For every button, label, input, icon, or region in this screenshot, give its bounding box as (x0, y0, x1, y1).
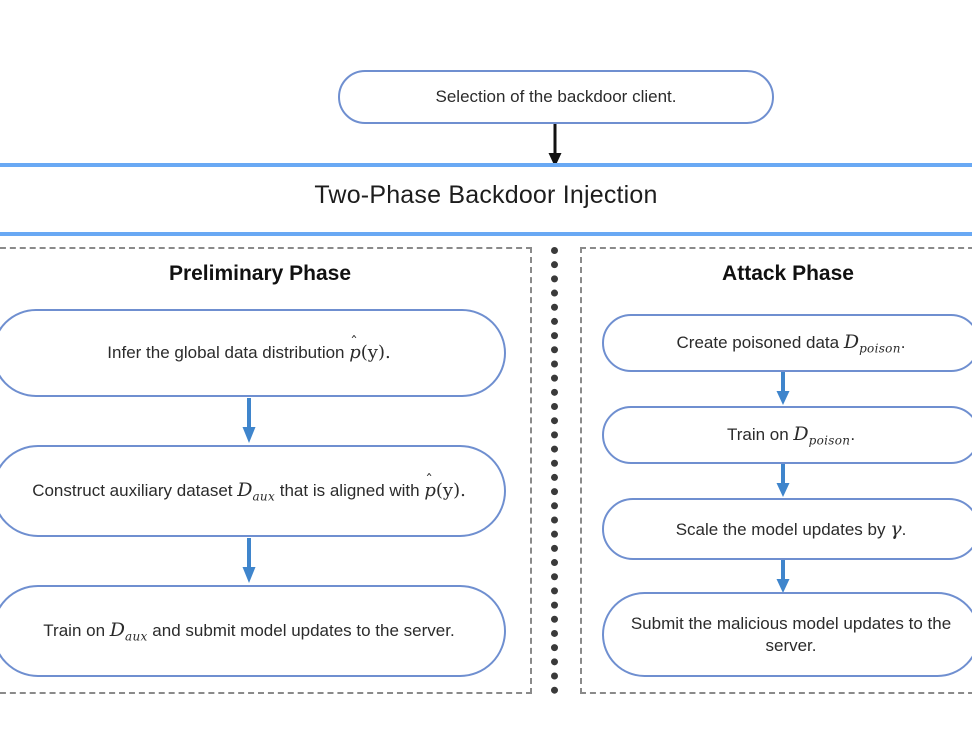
entry-step-box: Selection of the backdoor client. (338, 70, 774, 124)
connector-arrow-4-icon (776, 464, 790, 498)
attack-phase-heading: Attack Phase (722, 262, 854, 285)
phase-divider (551, 247, 558, 694)
preliminary-phase-panel (0, 247, 532, 694)
step-box-construct-auxiliary: Construct auxiliary dataset Daux that is… (0, 445, 506, 537)
banner-bottom-rule (0, 232, 972, 236)
step-box-train-on-poison: Train on Dpoison. (602, 406, 972, 464)
entry-arrow-icon (548, 124, 562, 168)
banner-top-rule (0, 163, 972, 167)
preliminary-phase-heading: Preliminary Phase (168, 262, 352, 285)
page-title: Two-Phase Backdoor Injection (314, 181, 658, 209)
step-label-train-aux-submit: Train on Daux and submit model updates t… (43, 618, 455, 644)
connector-arrow-1-icon (242, 398, 256, 444)
step-label-create-poisoned-data: Create poisoned data Dpoison. (676, 330, 906, 356)
step-label-scale-model-updates: Scale the model updates by γ. (675, 517, 907, 540)
attack-phase-panel (580, 247, 972, 694)
connector-arrow-2-icon (242, 538, 256, 584)
connector-arrow-3-icon (776, 372, 790, 406)
step-label-construct-auxiliary: Construct auxiliary dataset Daux that is… (32, 478, 466, 505)
entry-step-label: Selection of the backdoor client. (435, 87, 677, 107)
connector-arrow-5-icon (776, 560, 790, 594)
step-box-scale-model-updates: Scale the model updates by γ. (602, 498, 972, 560)
step-label-submit-malicious-updates: Submit the malicious model updates to th… (630, 613, 952, 655)
step-box-submit-malicious-updates: Submit the malicious model updates to th… (602, 592, 972, 677)
step-box-infer-distribution: Infer the global data distribution p(y). (0, 309, 506, 397)
step-box-train-aux-submit: Train on Daux and submit model updates t… (0, 585, 506, 677)
step-box-create-poisoned-data: Create poisoned data Dpoison. (602, 314, 972, 372)
step-label-infer-distribution: Infer the global data distribution p(y). (107, 341, 390, 364)
step-label-train-on-poison: Train on Dpoison. (726, 422, 856, 448)
